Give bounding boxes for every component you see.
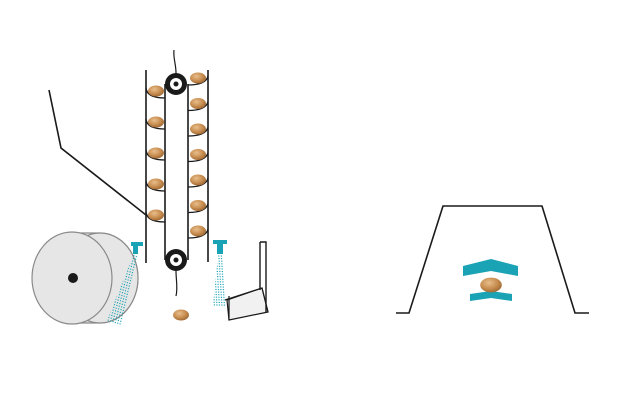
elevator-cup (187, 123, 209, 137)
elevator-cup (187, 149, 209, 163)
potato-icon (190, 149, 206, 160)
elevator-cup (187, 225, 209, 239)
elevator-cup (145, 116, 166, 130)
elevator-cup (187, 98, 209, 112)
elevator-cup (187, 174, 209, 188)
potato-icon (190, 174, 206, 186)
elevator-cup (145, 209, 166, 223)
right-cup-column (187, 72, 209, 239)
elevator-cup (145, 147, 166, 161)
right-spray-nozzle-icon (212, 240, 227, 306)
bottom-pulley-icon (165, 249, 187, 271)
hopper-wall (48, 89, 147, 216)
furrow-opener (224, 241, 269, 321)
left-spray-nozzle-icon (107, 242, 143, 325)
potato-icon (190, 72, 206, 84)
potato-icon (190, 98, 206, 109)
potato-icon (190, 123, 206, 135)
potato-icon (148, 85, 164, 97)
elevator-cup (145, 178, 166, 192)
potato-icon (148, 178, 164, 190)
top-pulley-icon (165, 73, 187, 95)
elevator-cup (187, 72, 209, 86)
potato-icon (190, 200, 206, 211)
elevator-cup (187, 200, 209, 214)
left-cup-column (145, 85, 166, 223)
falling-potato-icon (173, 309, 189, 321)
potato-icon (190, 225, 206, 237)
potato-icon (148, 116, 164, 128)
ridge-profile-icon (396, 205, 589, 314)
planted-potato-icon (463, 259, 518, 301)
potato-icon (148, 209, 164, 221)
roller-drum-icon (31, 231, 139, 325)
elevator-cup (145, 85, 166, 99)
potato-icon (148, 147, 164, 159)
